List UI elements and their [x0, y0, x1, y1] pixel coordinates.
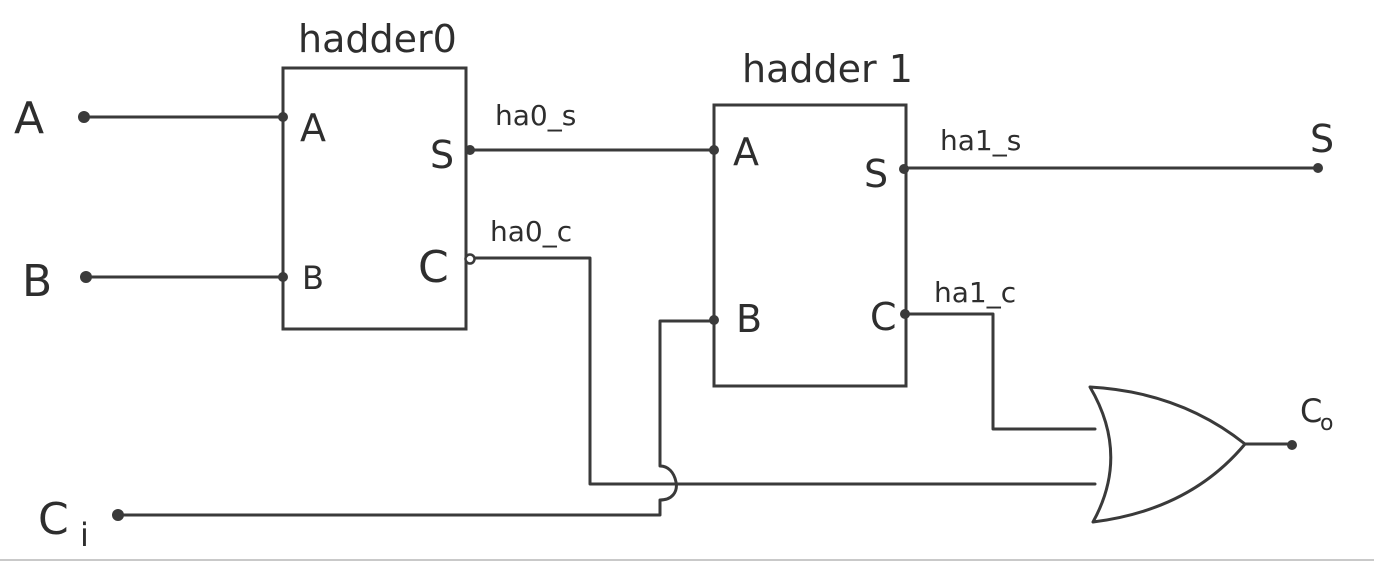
- input-b-label: B: [22, 256, 52, 307]
- input-b-terminal: [80, 271, 92, 283]
- output-s-label: S: [1310, 117, 1334, 161]
- output-co-terminal: [1287, 440, 1297, 450]
- wire-ha1-c: [903, 312, 1097, 431]
- wire-label-ha1-c: ha1_c: [934, 276, 1016, 309]
- svg-text:C: C: [38, 494, 69, 545]
- hadder0-port-s-label: S: [430, 133, 454, 177]
- hadder1-port-s-label: S: [864, 152, 888, 196]
- or-gate: [1088, 385, 1247, 524]
- wire-label-ha0-c: ha0_c: [490, 215, 572, 248]
- output-s-terminal: [1313, 163, 1323, 173]
- input-ci-label: C i: [38, 494, 89, 554]
- hadder0-port-b-label: B: [302, 259, 324, 297]
- hadder1-port-c-label: C: [870, 295, 897, 339]
- hadder1-title: hadder 1: [742, 47, 913, 91]
- hadder0-port-c-label: C: [418, 242, 449, 293]
- svg-text:o: o: [1320, 411, 1333, 436]
- svg-text:C: C: [1300, 392, 1322, 430]
- wire-ci: [116, 319, 716, 517]
- hadder0-port-c-pin: [464, 253, 476, 265]
- input-a-label: A: [14, 93, 44, 144]
- hadder1-port-c-pin: [900, 309, 910, 319]
- hadder0-block: [281, 66, 468, 331]
- output-co-label: C o: [1300, 392, 1333, 436]
- hadder1-block: [712, 103, 908, 388]
- svg-text:i: i: [80, 516, 89, 554]
- input-a-terminal: [78, 111, 90, 123]
- hadder1-port-a-label: A: [733, 130, 759, 174]
- hadder1-port-s-pin: [899, 164, 909, 174]
- hadder0-port-s-pin: [465, 145, 475, 155]
- input-ci-terminal: [112, 509, 124, 521]
- wire-label-ha0-s: ha0_s: [495, 99, 576, 132]
- hadder1-port-b-label: B: [736, 297, 762, 341]
- wire-label-ha1-s: ha1_s: [940, 124, 1021, 157]
- hadder0-port-a-label: A: [300, 106, 326, 150]
- hadder0-title: hadder0: [298, 17, 457, 61]
- wire-ha0-c: [468, 256, 1097, 486]
